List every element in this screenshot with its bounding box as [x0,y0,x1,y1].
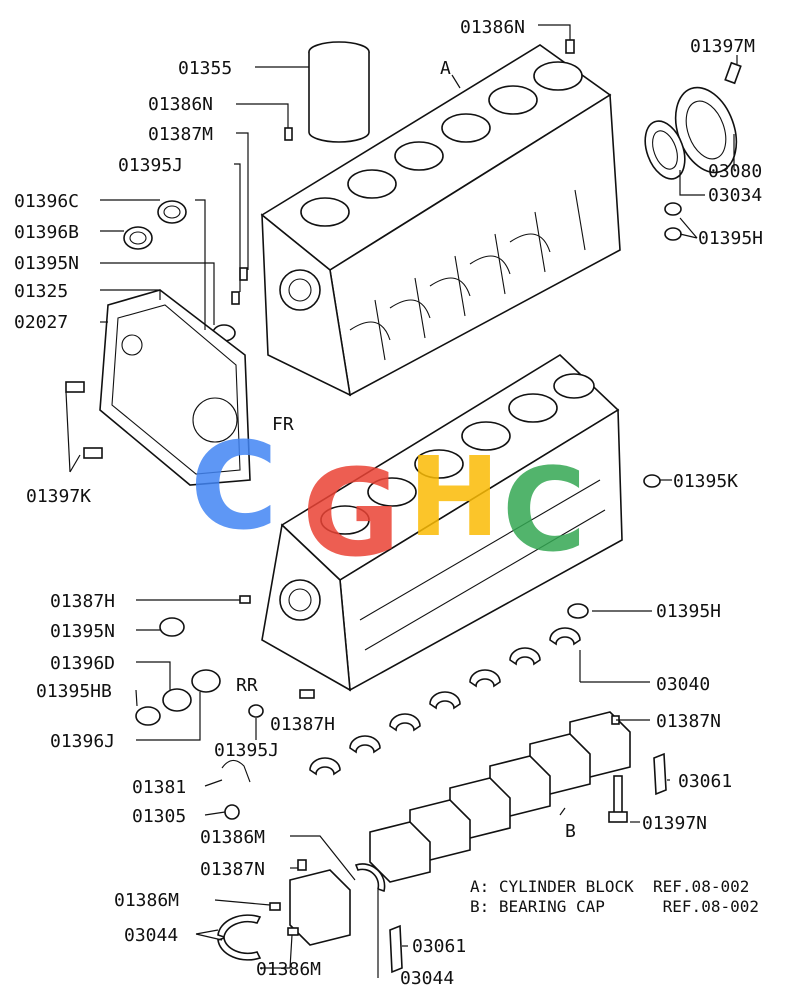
note-cylinder-block: A: CYLINDER BLOCK REF.08-002 [470,877,749,896]
label-01396J: 01396J [50,731,115,752]
label-01395HB: 01395HB [36,681,112,702]
part-labels: 01386N 01397M 01355 A 01386N 01387M 0308… [14,17,763,989]
label-01386M: 01386M [114,890,179,911]
label-01395N: 01395N [14,253,79,274]
label-01395H: 01395H [656,601,721,622]
label-01386N: 01386N [460,17,525,38]
cam-bushes-lower [135,595,315,820]
label-03080: 03080 [708,161,762,182]
label-01395J: 01395J [214,740,279,761]
label-01355: 01355 [178,58,232,79]
cylinder-liner [308,41,370,143]
watermark-letter: G [302,445,401,584]
label-01325: 01325 [14,281,68,302]
label-03044: 03044 [124,925,178,946]
leader-lines [65,24,738,978]
label-03040: 03040 [656,674,710,695]
label-A: A [440,58,451,79]
label-01397K: 01397K [26,486,91,507]
main-bearing-shells [309,627,581,776]
label-FR: FR [272,414,294,435]
label-03044: 03044 [400,968,454,989]
reference-notes: A: CYLINDER BLOCK REF.08-002 B: BEARING … [470,877,759,916]
label-01387M: 01387M [148,124,213,145]
label-01395K: 01395K [673,471,738,492]
label-RR: RR [236,675,258,696]
label-01387N: 01387N [200,859,265,880]
label-01386M: 01386M [200,827,265,848]
upper-cylinder-block [260,44,621,397]
watermark-letter: H [408,433,500,561]
label-B: B [565,821,576,842]
label-01387H: 01387H [270,714,335,735]
watermark-letter: C [502,444,586,578]
label-01396D: 01396D [50,653,115,674]
cam-bushes-upper [123,200,248,342]
lower-cylinder-block [261,353,661,692]
label-01386N: 01386N [148,94,213,115]
note-bearing-cap: B: BEARING CAP REF.08-002 [470,897,759,916]
label-01387N: 01387N [656,711,721,732]
label-01395N: 01395N [50,621,115,642]
label-01386M: 01386M [256,959,321,980]
bearing-caps [289,711,631,946]
label-02027: 02027 [14,312,68,333]
dowel-pin [284,127,293,141]
rear-seal-retainer [644,61,742,241]
label-01397M: 01397M [690,36,755,57]
dowel-pin [565,39,575,54]
label-01381: 01381 [132,777,186,798]
label-01396B: 01396B [14,222,79,243]
label-03034: 03034 [708,185,762,206]
thrust-washers [217,752,667,974]
label-01305: 01305 [132,806,186,827]
watermark: C G H C [190,418,586,584]
label-01395J: 01395J [118,155,183,176]
label-01396C: 01396C [14,191,79,212]
label-01387H: 01387H [50,591,115,612]
label-01397N: 01397N [642,813,707,834]
label-01395H: 01395H [698,228,763,249]
label-03061: 03061 [678,771,732,792]
watermark-letter: C [190,418,278,557]
label-03061: 03061 [412,936,466,957]
